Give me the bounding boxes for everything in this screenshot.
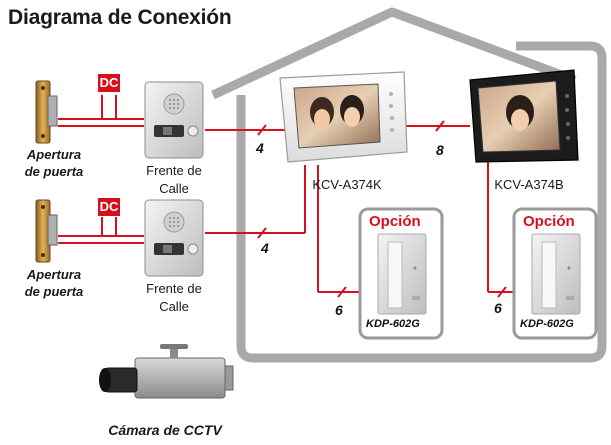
wire-count-station-1: 4 [256, 140, 264, 156]
option-2-header: Opción [523, 213, 575, 230]
door-opener-1-label-line1: Apertura [26, 147, 82, 162]
wire-count-monitor-link: 8 [436, 142, 444, 158]
option-2-model: KDP-602G [520, 318, 574, 330]
monitor-2-model: KCV-A374B [494, 177, 564, 192]
wire-tick-marks [257, 120, 507, 298]
option-1-header: Opción [369, 213, 421, 230]
option-box-1 [358, 207, 444, 340]
house-outline [211, 7, 607, 363]
wire-count-option-1: 6 [335, 302, 343, 318]
cctv-camera-label: Cámara de CCTV [108, 422, 222, 438]
door-opener-1-image [35, 80, 58, 144]
wire-count-option-2: 6 [494, 300, 502, 316]
door-opener-2-label: Apertura de puerta [8, 266, 100, 300]
wire-count-station-2: 4 [261, 240, 269, 256]
monitor-kcv-a374b-image [469, 69, 579, 163]
door-station-1-label: Frente de Calle [128, 162, 220, 198]
door-station-2-label: Frente de Calle [128, 280, 220, 316]
monitor-1-model: KCV-A374K [312, 177, 382, 192]
door-station-2-label-line2: Calle [159, 299, 189, 314]
option-box-2 [512, 207, 598, 340]
door-station-2-image [144, 199, 204, 277]
monitor-kcv-a374k-image [279, 71, 408, 163]
door-opener-2-image [35, 199, 58, 263]
door-opener-1-label: Apertura de puerta [8, 146, 100, 180]
door-opener-1-label-line2: de puerta [24, 164, 84, 179]
door-station-2-label-line1: Frente de [146, 281, 202, 296]
door-opener-2-label-line2: de puerta [24, 284, 84, 299]
page-title: Diagrama de Conexión [8, 6, 232, 29]
dc-badge-1: DC [98, 74, 120, 92]
door-station-1-label-line2: Calle [159, 181, 189, 196]
cctv-camera-image [99, 344, 234, 399]
door-station-1-image [144, 81, 204, 159]
door-opener-2-label-line1: Apertura [26, 267, 82, 282]
door-station-1-label-line1: Frente de [146, 163, 202, 178]
option-1-model: KDP-602G [366, 318, 420, 330]
dc-badge-2: DC [98, 198, 120, 216]
